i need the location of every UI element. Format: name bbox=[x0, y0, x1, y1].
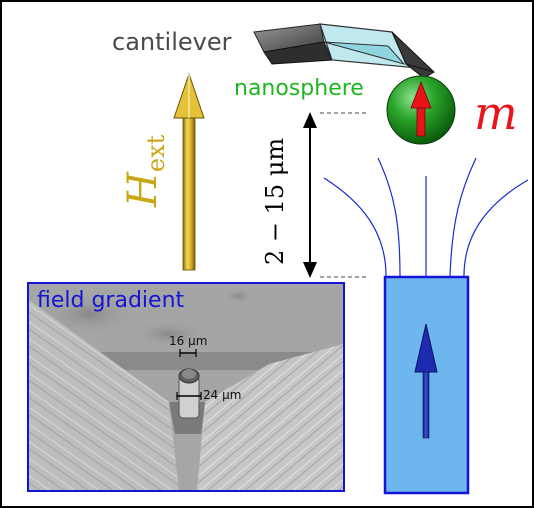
external-field-label-main: H bbox=[120, 172, 166, 207]
cantilever-shape bbox=[253, 23, 435, 79]
field-lines bbox=[323, 157, 529, 277]
cantilever-label: cantilever bbox=[112, 28, 232, 56]
field-gradient-label: field gradient bbox=[37, 288, 185, 313]
nanosphere-label: nanosphere bbox=[234, 76, 364, 101]
external-field-label-sub: ext bbox=[142, 134, 170, 173]
distance-arrow bbox=[303, 112, 317, 278]
external-field-arrow bbox=[173, 72, 205, 271]
bar-magnet bbox=[383, 275, 470, 495]
moment-label: m bbox=[474, 86, 518, 140]
distance-label: 2 − 15 μm bbox=[261, 137, 289, 265]
external-field-label: Hext bbox=[120, 135, 170, 207]
nanosphere bbox=[386, 75, 456, 145]
scale-label-top: 16 μm bbox=[169, 334, 208, 348]
sem-image bbox=[29, 284, 343, 490]
sem-micrograph: field gradient 16 μm 24 μm bbox=[27, 282, 345, 492]
scale-label-bottom: 24 μm bbox=[203, 388, 242, 402]
